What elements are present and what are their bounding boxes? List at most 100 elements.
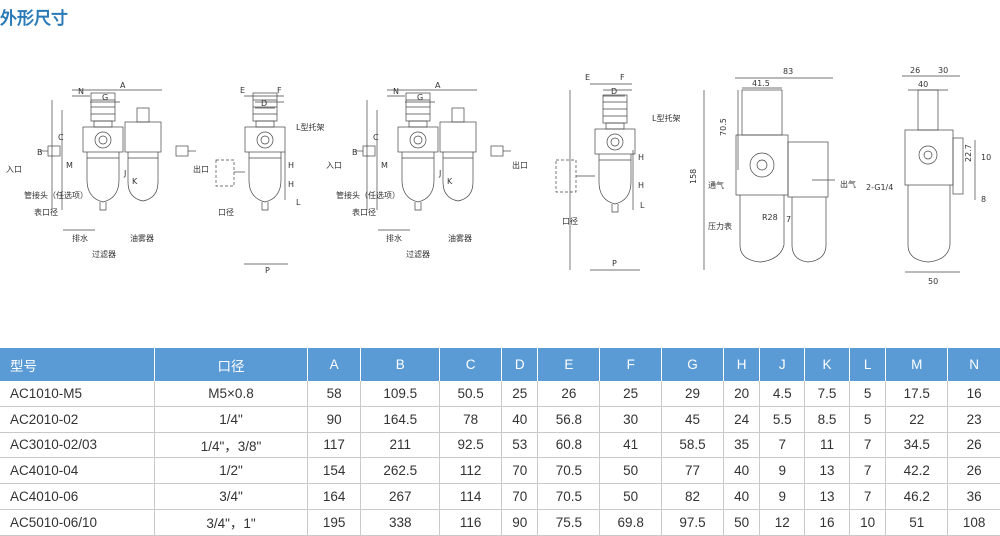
table-cell: 56.8 <box>537 406 601 433</box>
table-cell: 41 <box>599 432 663 459</box>
spec-table-header: 型号 口径 A B C D E F G H J K L M N <box>0 348 1000 381</box>
table-cell: 50.5 <box>439 381 503 407</box>
dim-label: L <box>640 201 645 210</box>
table-cell: 45 <box>661 406 724 433</box>
table-cell: 11 <box>804 432 850 459</box>
outlet-label: 出口 <box>193 164 209 174</box>
table-cell: 26 <box>947 457 1000 485</box>
table-cell: 7.5 <box>804 381 850 407</box>
header-cell: J <box>759 348 806 381</box>
table-row: AC1010-M5 M5×0.8 58 109.5 50.5 25 26 25 … <box>0 381 1000 407</box>
header-cell: A <box>307 348 362 381</box>
dim-label: P <box>612 259 617 268</box>
header-cell: 口径 <box>154 348 308 381</box>
table-cell: 9 <box>759 483 806 510</box>
table-cell: 25 <box>501 381 539 407</box>
table-cell: 5.5 <box>759 406 806 433</box>
header-cell: K <box>804 348 850 381</box>
inlet-label: 入口 <box>326 161 342 170</box>
table-cell: 40 <box>723 483 761 510</box>
dimensioned-side-view-6: 26 30 40 22.7 10 2-G1/4 8 50 <box>866 66 991 286</box>
model-cell: AC4010-06 <box>0 483 155 510</box>
header-cell: C <box>439 348 503 381</box>
table-cell: 50 <box>723 509 761 536</box>
dim-label: B <box>352 148 358 157</box>
dim-label: E <box>585 73 590 82</box>
dim-label: G <box>102 93 108 102</box>
table-cell: 22 <box>885 406 949 433</box>
model-cell: AC1010-M5 <box>0 381 155 407</box>
table-cell: 92.5 <box>439 432 503 459</box>
dim-label: H <box>638 153 644 162</box>
table-cell: 25 <box>599 381 663 407</box>
table-cell: 8.5 <box>804 406 850 433</box>
dim-label: N <box>393 87 399 96</box>
drain-label: 排水 <box>386 233 402 243</box>
table-cell: 24 <box>723 406 761 433</box>
dim-label: A <box>120 81 126 90</box>
fitting-label: 管接头（任选项） <box>24 190 88 200</box>
dim-label: H <box>638 181 644 190</box>
front-view-drawing-1: N G A B C M J K 入口 管接头（任选项） 表口径 排水 过滤器 油… <box>6 81 196 259</box>
table-cell: 70 <box>501 483 539 510</box>
spec-table: 型号 口径 A B C D E F G H J K L M N AC1010-M… <box>0 348 1000 536</box>
table-cell: 13 <box>804 483 850 510</box>
dim-label: F <box>620 73 625 82</box>
table-cell: 90 <box>501 509 539 536</box>
gauge-hole-label: 表口径 <box>34 207 58 217</box>
dim-label: J <box>438 169 441 178</box>
dim-label: 22.7 <box>964 144 973 162</box>
fitting-label: 管接头（任选项） <box>336 190 400 200</box>
table-cell: 40 <box>501 406 539 433</box>
table-cell: 12 <box>759 509 806 536</box>
outlet-label: 出口 <box>512 160 528 170</box>
dim-label: H <box>288 180 294 189</box>
dim-label: F <box>277 86 282 95</box>
dim-label: 8 <box>981 195 986 204</box>
table-cell: 267 <box>360 483 441 510</box>
table-cell: 13 <box>804 457 850 485</box>
table-row: AC4010-06 3/4" 164 267 114 70 70.5 50 82… <box>0 483 1000 510</box>
bracket-label: L型托架 <box>296 122 324 132</box>
dim-label: P <box>265 266 270 275</box>
lubricator-label: 油雾器 <box>448 233 472 243</box>
bracket-label: L型托架 <box>652 113 680 123</box>
dim-label: K <box>447 177 453 186</box>
bore-cell: 1/2" <box>154 457 308 485</box>
header-cell: N <box>947 348 1000 381</box>
table-row: AC2010-02 1/4" 90 164.5 78 40 56.8 30 45… <box>0 406 1000 433</box>
table-cell: 7 <box>849 432 887 459</box>
dim-label: 30 <box>938 66 948 75</box>
table-cell: 114 <box>439 483 503 510</box>
dim-label: A <box>435 81 441 90</box>
dim-label: J <box>123 169 126 178</box>
dim-label: 10 <box>981 153 991 162</box>
header-cell: G <box>661 348 724 381</box>
table-cell: 211 <box>360 432 441 459</box>
table-cell: 42.2 <box>885 457 949 485</box>
dim-label: M <box>66 161 73 170</box>
table-cell: 58.5 <box>661 432 724 459</box>
table-cell: 78 <box>439 406 503 433</box>
header-cell: 型号 <box>0 348 155 381</box>
dim-label: 7 <box>786 215 791 224</box>
lubricator-label: 油雾器 <box>130 233 154 243</box>
table-row: AC4010-04 1/2" 154 262.5 112 70 70.5 50 … <box>0 457 1000 485</box>
side-view-drawing-2: E F D H H L P 出口 口径 L型托架 <box>193 86 324 275</box>
dim-label: 70.5 <box>719 118 728 136</box>
dim-label: 2-G1/4 <box>866 183 893 192</box>
model-cell: AC2010-02 <box>0 406 155 433</box>
bore-cell: 1/4" <box>154 406 308 433</box>
table-cell: 116 <box>439 509 503 536</box>
table-cell: 9 <box>759 457 806 485</box>
table-cell: 70.5 <box>537 457 601 485</box>
table-cell: 164 <box>307 483 362 510</box>
dimension-drawings: N G A B C M J K 入口 管接头（任选项） 表口径 排水 过滤器 油… <box>6 66 991 286</box>
section-title: 外形尺寸 <box>0 9 68 29</box>
table-cell: 262.5 <box>360 457 441 485</box>
table-cell: 7 <box>759 432 806 459</box>
dim-label: 83 <box>783 67 793 76</box>
table-cell: 30 <box>599 406 663 433</box>
dim-label: G <box>417 93 423 102</box>
dimensioned-front-view-5: 83 41.5 70.5 158 R28 7 通气 压力表 出气 <box>689 67 856 270</box>
